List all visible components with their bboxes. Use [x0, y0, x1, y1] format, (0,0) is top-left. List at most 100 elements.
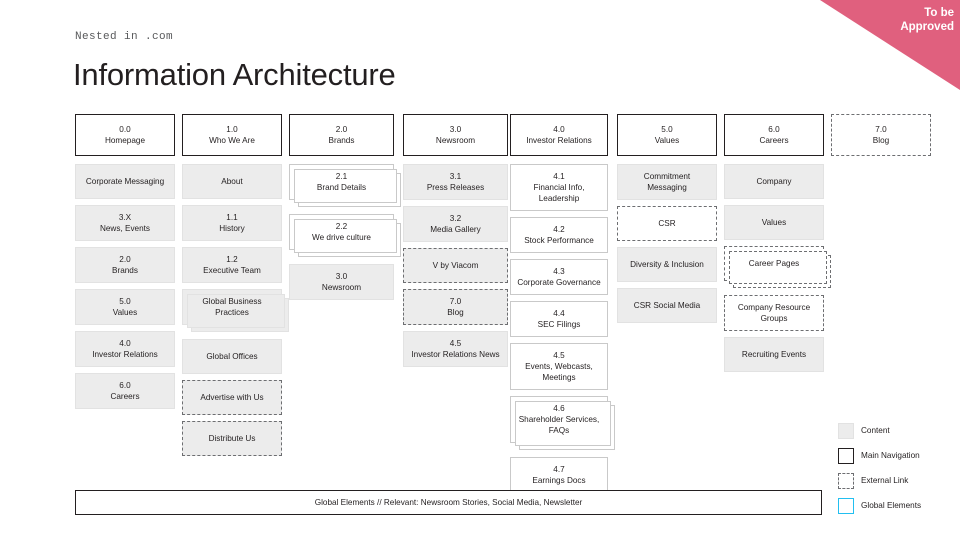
- kicker-text: Nested in .com: [75, 31, 174, 43]
- ia-node[interactable]: CSR: [617, 206, 717, 241]
- legend-label-global: Global Elements: [861, 501, 922, 510]
- node-number: 3.0: [335, 272, 348, 281]
- status-ribbon: To be Approved: [820, 0, 960, 90]
- node-label: Shareholder Services, FAQs: [518, 415, 600, 435]
- node-number: 3.2: [449, 214, 462, 223]
- node-label: Who We Are: [209, 136, 255, 145]
- ribbon-line-2: Approved: [900, 21, 954, 33]
- ia-node[interactable]: Global Business Practices: [182, 289, 289, 332]
- node-number: 4.3: [553, 267, 565, 276]
- node-number: 4.6: [553, 404, 565, 413]
- legend-swatch-external: [838, 472, 854, 489]
- ia-node[interactable]: About: [182, 164, 282, 199]
- ia-node[interactable]: V by Viacom: [403, 248, 508, 283]
- node-number: 4.7: [553, 465, 565, 474]
- node-label: Corporate Messaging: [85, 177, 165, 186]
- node-label: Investor Relations News: [411, 350, 500, 359]
- node-label: History: [219, 224, 245, 233]
- ia-node[interactable]: Company Resource Groups: [724, 295, 824, 331]
- node-label: Media Gallery: [430, 225, 481, 234]
- node-label: Blog: [447, 308, 464, 317]
- legend-swatch-main: [838, 447, 854, 464]
- ia-node[interactable]: Career Pages: [724, 246, 831, 288]
- ia-node[interactable]: Diversity & Inclusion: [617, 247, 717, 282]
- node-label: Distribute Us: [208, 434, 256, 443]
- node-number: 6.0: [119, 381, 131, 390]
- node-label: Homepage: [104, 136, 146, 145]
- legend-swatch-content: [838, 422, 854, 439]
- node-number: 3.X: [118, 213, 132, 222]
- node-number: 2.2: [335, 222, 348, 231]
- node-label: Company Resource Groups: [737, 303, 811, 323]
- node-label: CSR: [658, 219, 676, 228]
- ia-node[interactable]: Commitment Messaging: [617, 164, 717, 200]
- node-label: Events, Webcasts, Meetings: [525, 362, 593, 382]
- legend-swatch-global: [838, 497, 854, 514]
- ia-node[interactable]: CSR Social Media: [617, 288, 717, 323]
- node-label: Advertise with Us: [200, 393, 264, 402]
- legend-item-main: Main Navigation: [838, 443, 953, 468]
- ia-node[interactable]: Values: [724, 205, 824, 240]
- node-label: We drive culture: [311, 233, 371, 242]
- ia-node[interactable]: 3.X News, Events: [75, 205, 175, 241]
- node-label: Careers: [759, 136, 789, 145]
- node-label: Executive Team: [203, 266, 261, 275]
- ia-node[interactable]: Advertise with Us: [182, 380, 282, 415]
- node-label: Press Releases: [426, 183, 485, 192]
- node-label: Global Business Practices: [202, 297, 262, 317]
- ia-node[interactable]: 2.2 We drive culture: [289, 214, 401, 257]
- ia-node[interactable]: Distribute Us: [182, 421, 282, 456]
- node-number: 4.4: [553, 309, 565, 318]
- node-number: 0.0: [119, 125, 131, 134]
- node-label: Investor Relations: [92, 350, 158, 359]
- node-label: Earnings Docs: [532, 476, 586, 485]
- node-number: 2.0: [119, 255, 131, 264]
- node-label: Corporate Governance: [517, 278, 601, 287]
- node-label: News, Events: [99, 224, 151, 233]
- node-label: Recruiting Events: [741, 350, 807, 359]
- node-number: 1.0: [226, 125, 238, 134]
- node-label: Career Pages: [748, 259, 800, 268]
- ia-node[interactable]: Recruiting Events: [724, 337, 824, 372]
- node-number: 3.0: [449, 125, 462, 134]
- ia-node[interactable]: Corporate Messaging: [75, 164, 175, 199]
- node-label: Newsroom: [321, 283, 362, 292]
- legend-item-global: Global Elements: [838, 493, 953, 518]
- node-label: V by Viacom: [432, 261, 479, 270]
- node-number: 4.1: [553, 172, 565, 181]
- ia-node[interactable]: Global Offices: [182, 339, 282, 374]
- legend-item-content: Content: [838, 418, 953, 443]
- ia-node[interactable]: Company: [724, 164, 824, 199]
